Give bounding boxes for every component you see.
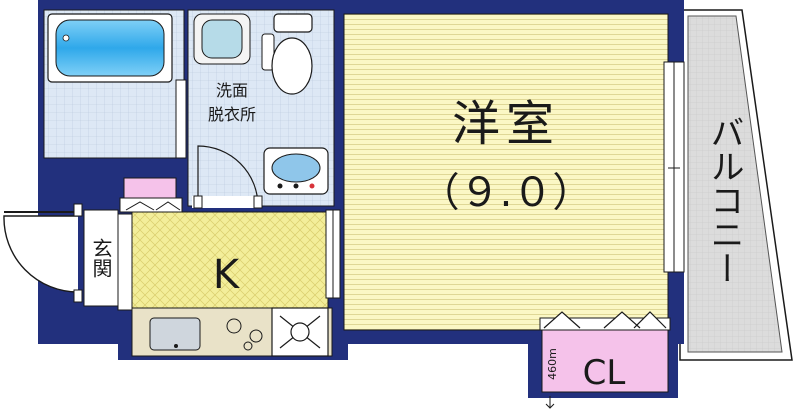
kitchen-label: K xyxy=(213,252,241,298)
sink-icon xyxy=(263,147,329,195)
kitchen-sink-icon xyxy=(149,317,201,351)
washroom-label-line1: 洗面 xyxy=(216,81,248,100)
closet-dimension: 460m xyxy=(546,348,559,380)
bathroom xyxy=(43,9,187,159)
washroom-door xyxy=(192,145,263,209)
western-room-label: 洋室 xyxy=(452,96,560,152)
bathtub xyxy=(55,19,165,77)
western-room-size: （９.０） xyxy=(420,170,593,216)
balcony: バルコニー xyxy=(679,9,793,361)
toilet-icon xyxy=(261,13,313,95)
washroom: 洗面 脱衣所 xyxy=(187,9,335,209)
closet-doors xyxy=(539,311,671,331)
closet: CL 460m xyxy=(539,311,671,409)
entrance-door xyxy=(3,203,83,303)
entrance: 玄関 xyxy=(3,203,119,307)
kitchen-counter xyxy=(131,307,333,357)
washroom-label-line2: 脱衣所 xyxy=(208,105,256,124)
entrance-label: 玄関 xyxy=(89,238,113,278)
western-room: 洋室 （９.０） xyxy=(343,13,669,331)
stove-icon xyxy=(271,307,329,357)
balcony-label: バルコニー xyxy=(704,115,744,285)
kitchen-door xyxy=(117,197,183,311)
window-right xyxy=(663,61,685,273)
kitchen: K xyxy=(117,197,341,357)
closet-label: CL xyxy=(583,353,626,393)
